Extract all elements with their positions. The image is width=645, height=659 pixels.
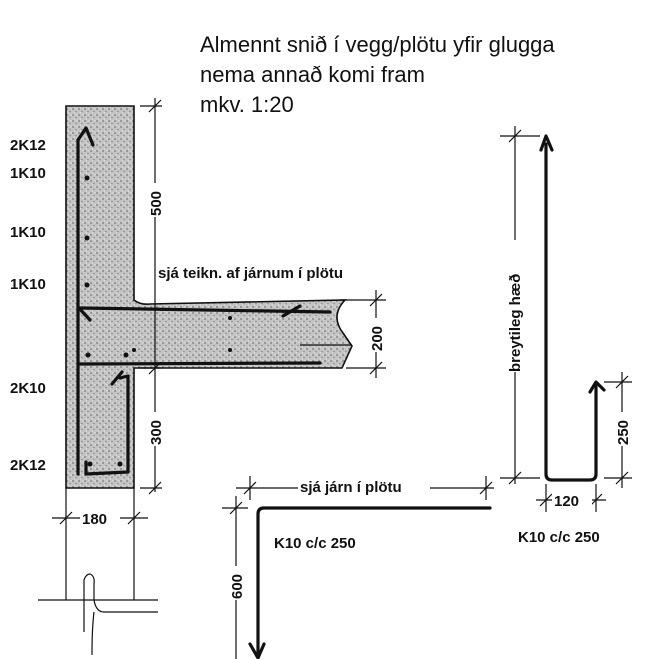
title-scale: mkv. 1:20 (200, 92, 294, 117)
label-mid-bar: 2K10 (10, 380, 46, 397)
window-head-detail (38, 573, 158, 656)
bar-dot (123, 352, 129, 358)
label-upper-bar-3: 1K10 (10, 276, 46, 293)
rebar-slab-bottom (78, 361, 322, 366)
bar-dot (228, 348, 232, 352)
bar-dot (84, 282, 90, 288)
l-bar-detail: sjá járn í plötu 600 K10 c/c 250 (222, 476, 494, 659)
spec-hook-bar: K10 c/c 250 (518, 529, 600, 546)
rebar-hook-arrow (539, 134, 554, 152)
dim-wall-bottom: 300 (148, 420, 165, 445)
rebar-hook-end (588, 380, 606, 394)
dim-wall-top: 500 (148, 191, 165, 216)
label-top-bar: 2K12 (10, 137, 46, 154)
hook-bar-detail: breytileg hæð 250 120 K10 c/c 250 (500, 126, 632, 546)
title-line-2: nema annað komi fram (200, 62, 425, 87)
wall-dimensions: 500 300 (140, 98, 165, 495)
bar-dot (84, 175, 90, 181)
rebar-stirrup-hook (110, 370, 124, 386)
slab-dimension: 200 (300, 290, 386, 378)
dim-hook-height: 250 (615, 420, 632, 445)
dim-l-bar-leg: 600 (229, 574, 246, 599)
label-bottom-bar: 2K12 (10, 457, 46, 474)
wall-reinforcement (76, 126, 332, 476)
bar-dot (117, 461, 123, 467)
wall-bar-labels: 2K12 1K10 1K10 1K10 2K10 2K12 (10, 137, 46, 474)
dim-hook-width: 120 (554, 493, 579, 510)
rebar-hook-bar (544, 142, 598, 482)
rebar-l-bar-end (248, 642, 266, 659)
note-variable-height: breytileg hæð (507, 274, 524, 372)
title-line-1: Almennt snið í vegg/plötu yfir glugga (200, 32, 555, 57)
rebar-stirrup (84, 374, 130, 476)
bar-dot (84, 235, 90, 241)
title-block: Almennt snið í vegg/plötu yfir glugga ne… (200, 32, 555, 117)
label-upper-bar-2: 1K10 (10, 224, 46, 241)
rebar-top-arrow (76, 126, 95, 147)
dim-wall-width: 180 (82, 511, 107, 528)
dim-slab-thickness: 200 (369, 326, 386, 351)
concrete-section (65, 105, 353, 489)
rebar-l-bar (256, 506, 492, 656)
note-slab-reference: sjá teikn. af járnum í plötu (158, 265, 343, 282)
bar-dot (132, 348, 136, 352)
bar-dot (228, 316, 232, 320)
label-upper-bar-1: 1K10 (10, 165, 46, 182)
rebar-slab-hook (281, 304, 302, 318)
bar-dot (87, 461, 93, 467)
bar-dot (85, 352, 91, 358)
wall-width-dimension: 180 (52, 488, 148, 600)
note-slab-bars: sjá járn í plötu (300, 479, 402, 496)
concrete-hatch (65, 105, 353, 489)
spec-l-bar: K10 c/c 250 (274, 535, 356, 552)
